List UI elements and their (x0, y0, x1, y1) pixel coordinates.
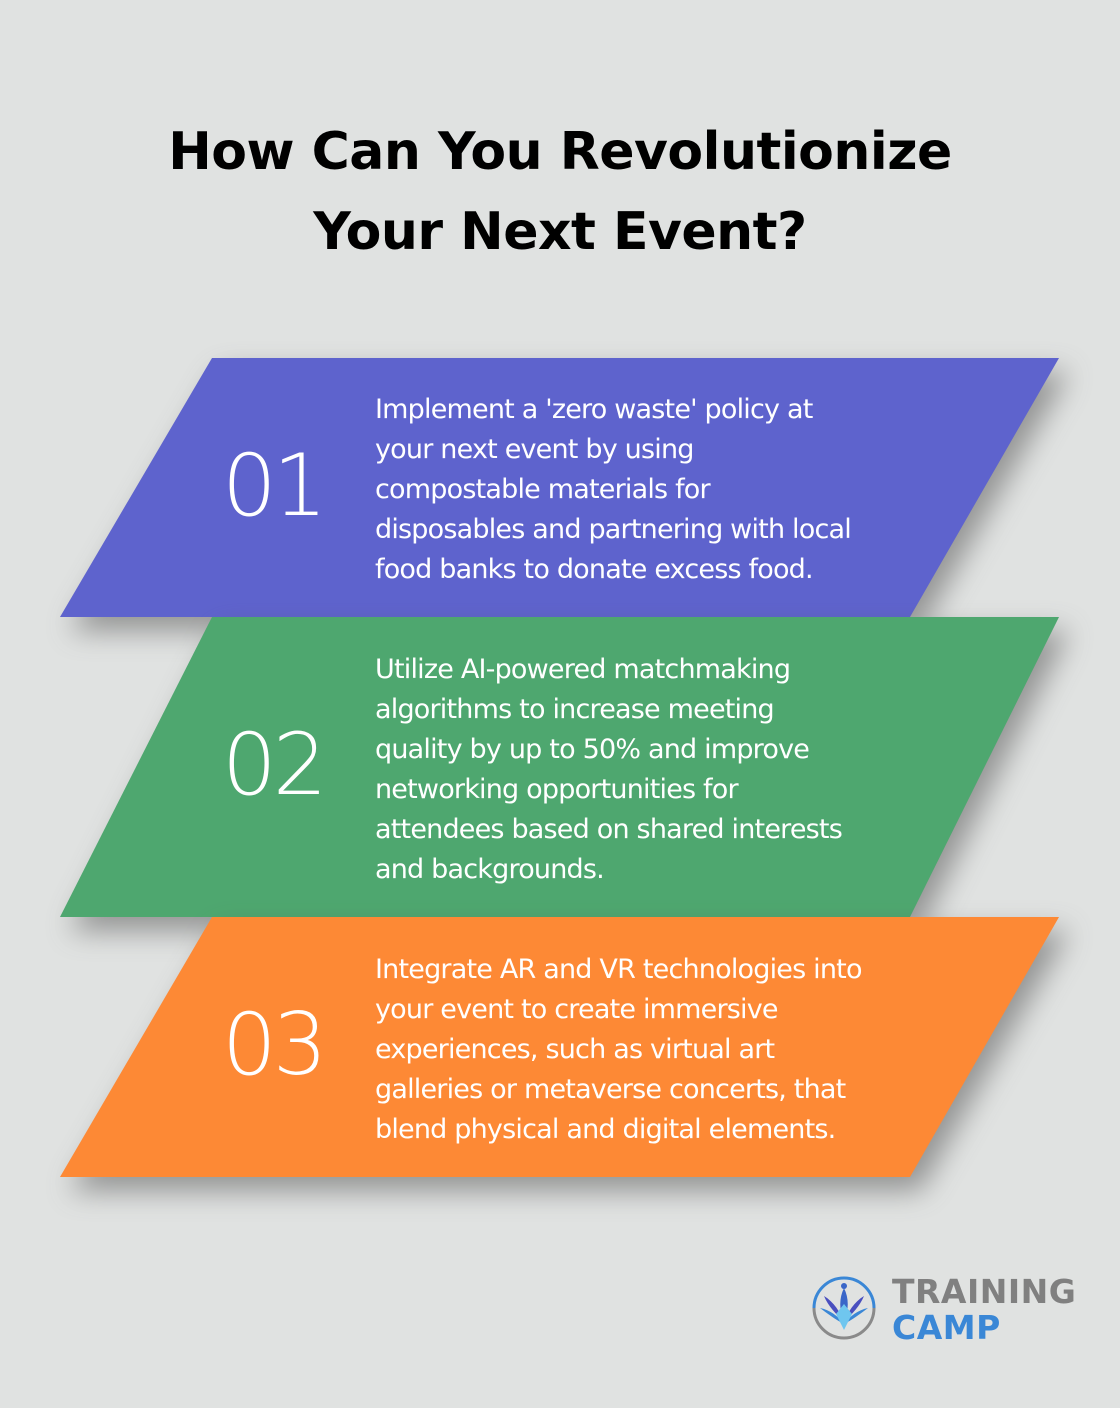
logo-text-camp: CAMP (892, 1308, 1001, 1347)
step-number: 03 (222, 995, 327, 1095)
page-title: How Can You Revolutionize Your Next Even… (0, 112, 1120, 272)
card-parallelogram (60, 358, 1059, 617)
step-card-2: 02 Utilize AI-powered matchmaking algori… (0, 617, 1120, 931)
step-number: 01 (222, 436, 327, 536)
step-number: 02 (222, 715, 327, 815)
title-line-2: Your Next Event? (313, 202, 807, 262)
title-line-1: How Can You Revolutionize (168, 122, 952, 182)
lotus-emblem-icon (812, 1276, 876, 1340)
card-parallelogram (60, 617, 1059, 917)
training-camp-logo: TRAINING CAMP (806, 1270, 1076, 1347)
step-description: Integrate AR and VR technologies into yo… (375, 954, 862, 1145)
step-card-1: 01 Implement a 'zero waste' policy at yo… (0, 358, 1120, 631)
step-description: Implement a 'zero waste' policy at your … (375, 394, 852, 585)
step-description: Utilize AI-powered matchmaking algorithm… (375, 654, 843, 885)
card-parallelogram (60, 917, 1059, 1177)
logo-text-training: TRAINING (892, 1272, 1077, 1311)
step-card-3: 03 Integrate AR and VR technologies into… (0, 917, 1120, 1191)
